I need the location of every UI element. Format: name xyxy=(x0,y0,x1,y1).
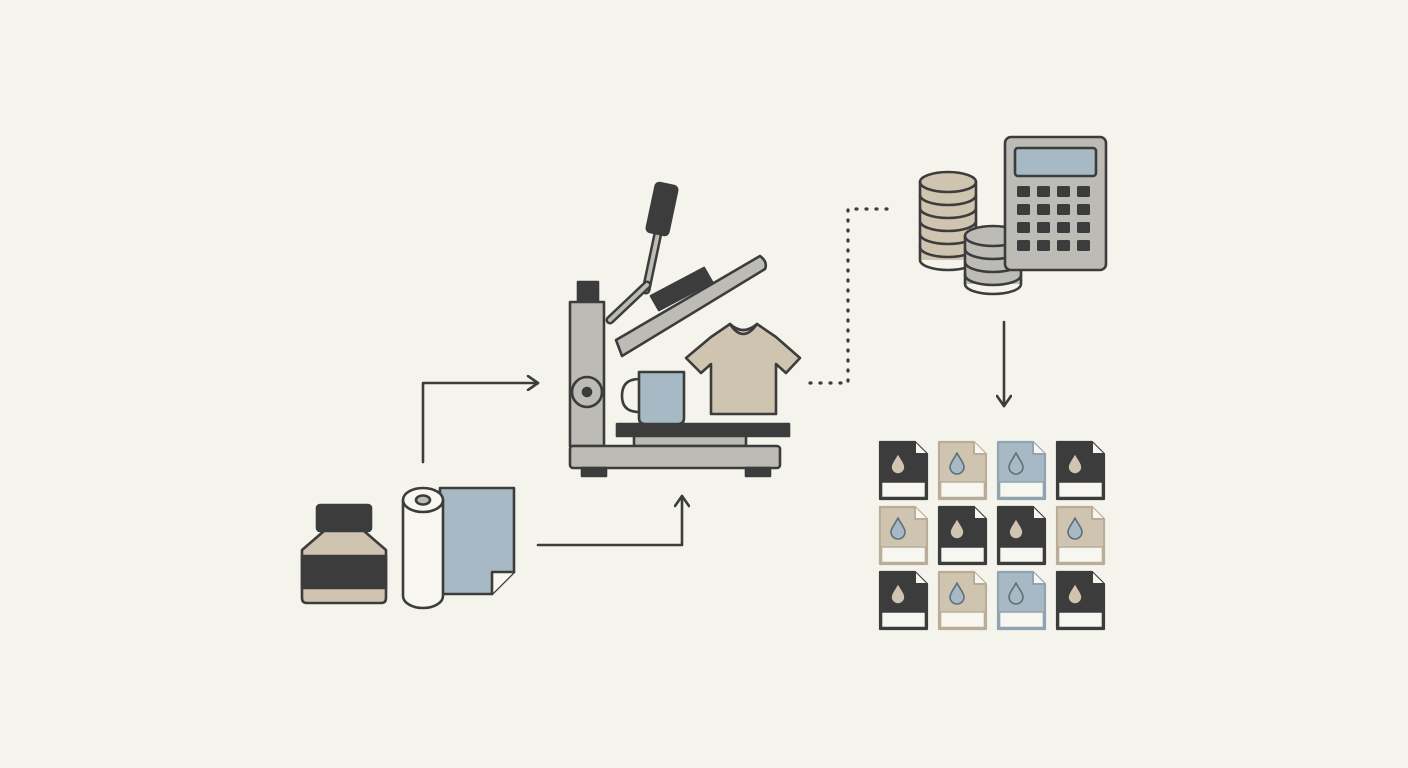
ink-file-icon xyxy=(996,440,1047,501)
ink-file-icon xyxy=(937,440,988,501)
ink-file-icon xyxy=(1055,570,1106,631)
calculator-key xyxy=(1037,240,1050,251)
ink-file-icon xyxy=(937,570,988,631)
ink-file-icon xyxy=(878,570,929,631)
calculator-icon xyxy=(1003,135,1108,272)
ink-file-icon xyxy=(878,440,929,501)
arrow-paper-to-press xyxy=(536,494,682,547)
calculator-key xyxy=(1037,222,1050,233)
calculator-key xyxy=(1077,204,1090,215)
calculator-key xyxy=(1077,240,1090,251)
calculator-key xyxy=(1037,186,1050,197)
dotted-connector xyxy=(808,207,898,385)
t-shirt-icon xyxy=(684,322,802,416)
arrow-up-to-press xyxy=(421,383,540,464)
calculator-key xyxy=(1037,204,1050,215)
mug-icon xyxy=(620,370,686,426)
ink-bottle-icon xyxy=(300,503,388,605)
calculator-key xyxy=(1017,186,1030,197)
calculator-key xyxy=(1017,204,1030,215)
calculator-key xyxy=(1057,204,1070,215)
calculator-key xyxy=(1057,222,1070,233)
calculator-key xyxy=(1017,240,1030,251)
ink-file-icon xyxy=(1055,505,1106,566)
calculator-key xyxy=(1057,186,1070,197)
calculator-key xyxy=(1017,222,1030,233)
ink-file-icon xyxy=(996,505,1047,566)
calculator-key xyxy=(1077,186,1090,197)
ink-file-icon xyxy=(878,505,929,566)
transfer-paper-roll-icon xyxy=(401,486,516,610)
ink-file-icon xyxy=(1055,440,1106,501)
heat-press-icon xyxy=(568,181,791,478)
ink-file-icon xyxy=(937,505,988,566)
calculator-key xyxy=(1057,240,1070,251)
ink-file-grid xyxy=(878,440,1106,631)
calculator-key xyxy=(1077,222,1090,233)
ink-file-icon xyxy=(996,570,1047,631)
